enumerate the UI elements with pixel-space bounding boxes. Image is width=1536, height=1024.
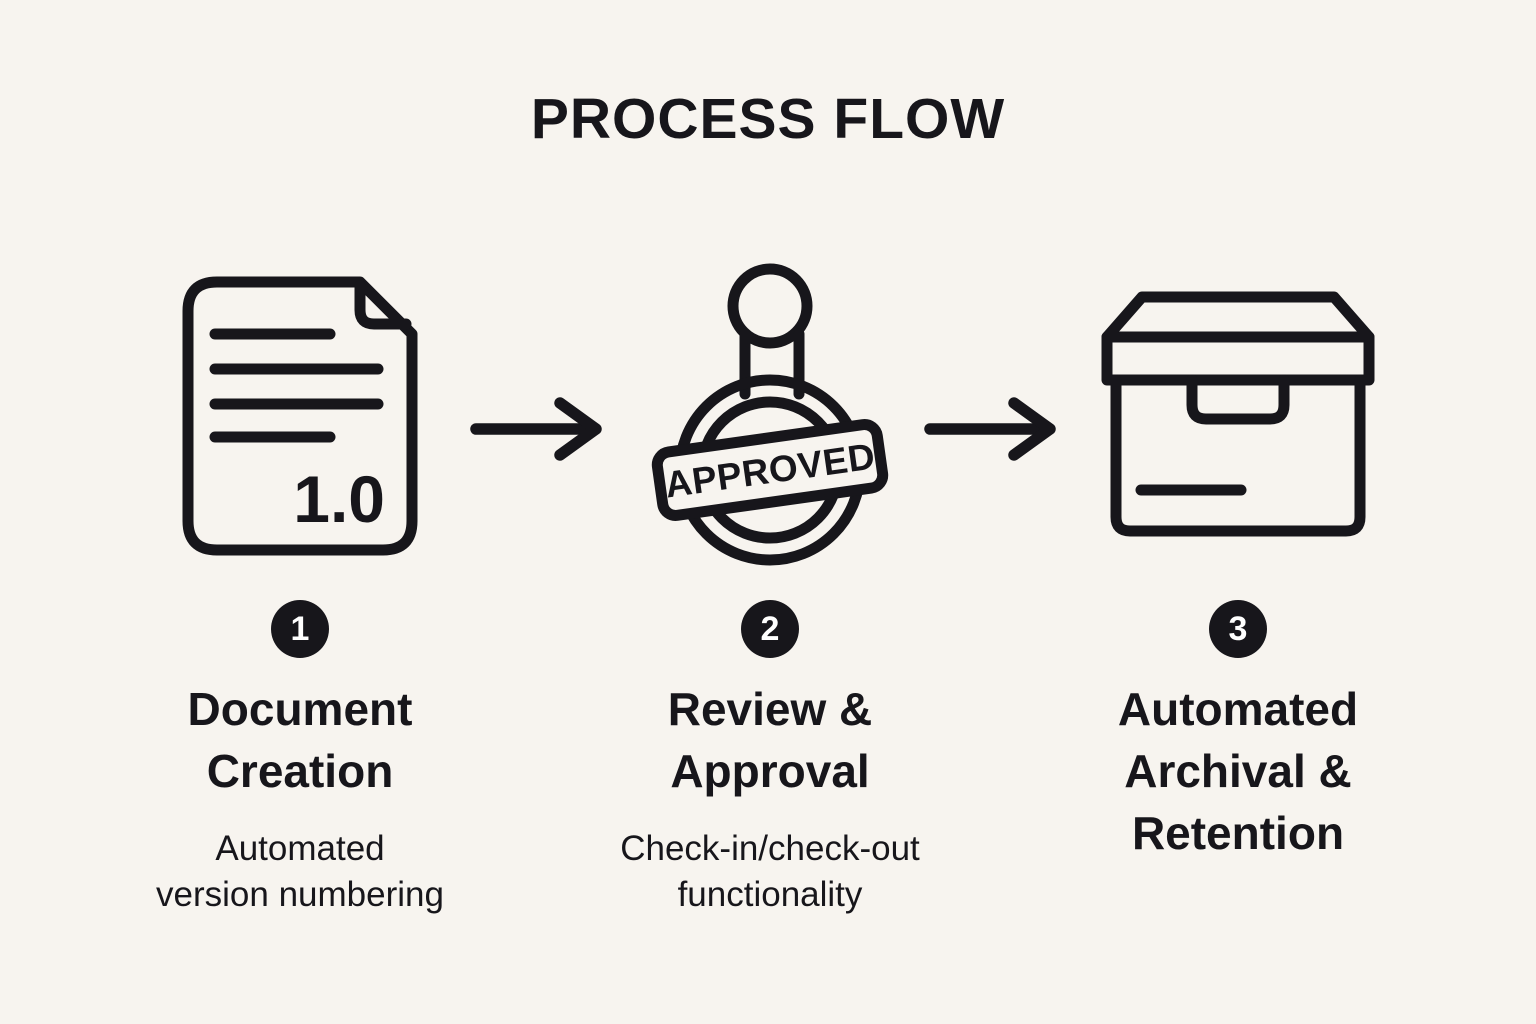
approved-stamp-icon: APPROVED [651,263,889,566]
process-step-3: 3 Automated Archival & Retention [1018,264,1458,888]
document-version-number: 1.0 [293,462,385,536]
step-description: Automated version numbering [156,829,444,915]
process-step-1: 1.0 1 Document Creation Automated versio… [80,264,520,919]
box-lid-top [1101,291,1375,343]
step-title: Automated Archival & Retention [1117,683,1359,860]
stamp-banner-rect [651,419,889,521]
box-handle-notch [1186,374,1290,425]
stamp-banner: APPROVED [651,419,889,521]
step-number: 2 [760,609,780,648]
step-number: 1 [290,609,310,648]
step-3-icon-wrap [1101,264,1375,568]
step-2-icon-wrap: APPROVED [651,263,889,568]
box-lid-band [1101,331,1375,386]
step-1-icon-wrap: 1.0 [182,264,418,568]
document-version-icon: 1.0 [182,276,418,556]
page-title: PROCESS FLOW [530,87,1006,151]
box-body [1110,374,1366,537]
right-arrow-icon [470,397,602,461]
step-number-badge: 2 [741,600,799,658]
archive-box-icon [1101,291,1375,537]
step-title: Document Creation [187,683,413,798]
document-page-outline [182,276,418,556]
arrow-head [1008,397,1056,461]
process-step-2: APPROVED 2 Review & Approval Check-in/ch… [550,263,990,919]
right-arrow-icon [924,397,1056,461]
document-fold-corner [354,280,412,330]
arrow-head [554,397,602,461]
step-description: Check-in/check-out functionality [620,829,920,915]
step-title: Review & Approval [667,683,873,798]
step-number-badge: 3 [1209,600,1267,658]
step-number: 3 [1228,609,1248,648]
step-number-badge: 1 [271,600,329,658]
stamp-handle-knob [727,263,813,349]
